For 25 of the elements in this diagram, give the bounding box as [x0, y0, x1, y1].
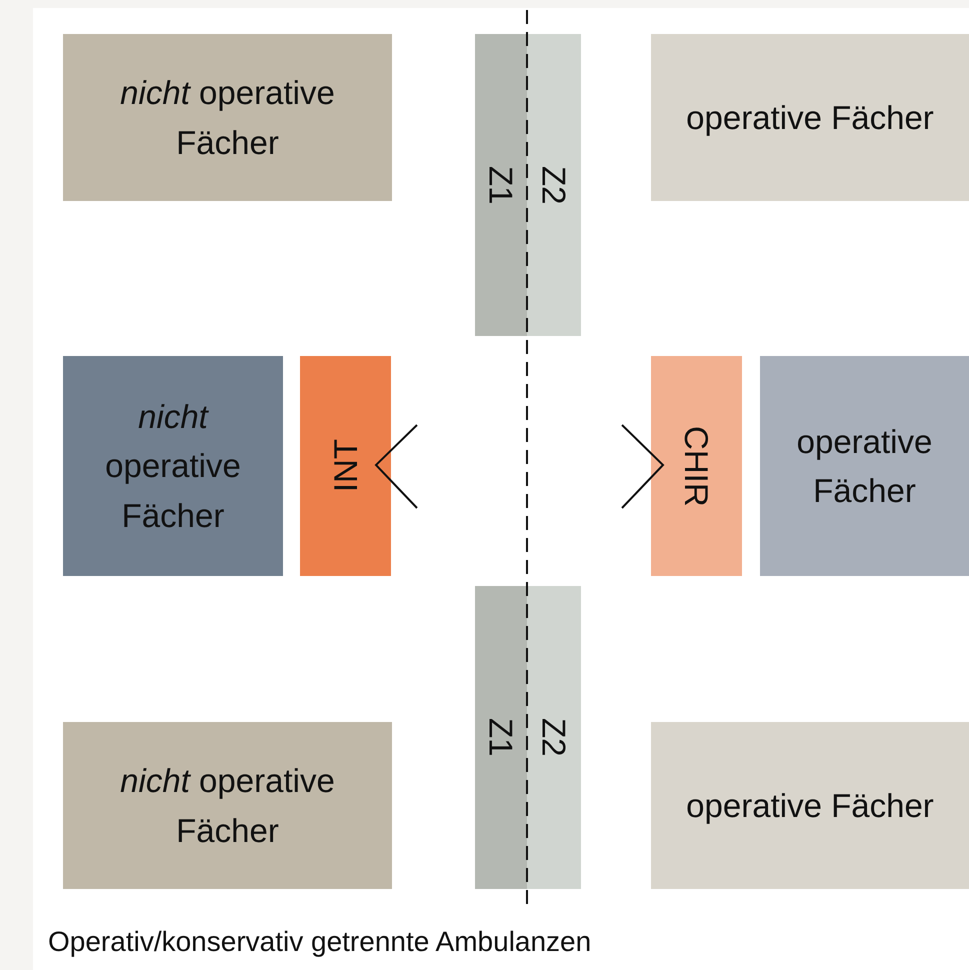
zone-block [63, 722, 392, 889]
zone-block [651, 34, 969, 201]
zone-block [475, 34, 527, 336]
zone-block [651, 722, 969, 889]
zone-block [760, 356, 969, 576]
zone-label: Z1 [484, 166, 518, 204]
zone-label: nicht operative Fächer [119, 73, 336, 162]
zone-block [63, 356, 283, 576]
zone-label: Z1 [484, 718, 518, 757]
zone-label: Z2 [538, 718, 570, 757]
zone-block [475, 586, 527, 889]
zone-block [300, 356, 391, 576]
zone-label: CHIR [680, 426, 713, 506]
zone-block [527, 586, 581, 889]
zone-label: Z2 [538, 166, 570, 204]
zone-label: nicht operative Fächer [104, 396, 242, 536]
caption: Operativ/konservativ getrennte Ambulanzen [48, 926, 592, 958]
zone-label: nicht operative Fächer [119, 761, 336, 850]
zone-label: operative Fächer [686, 786, 934, 826]
zone-block [651, 356, 742, 576]
zone-label: operative Fächer [686, 98, 934, 138]
zone-label: operative Fächer [796, 422, 934, 511]
zone-block [63, 34, 392, 201]
zone-block [527, 34, 581, 336]
zone-label: INT [329, 439, 362, 493]
